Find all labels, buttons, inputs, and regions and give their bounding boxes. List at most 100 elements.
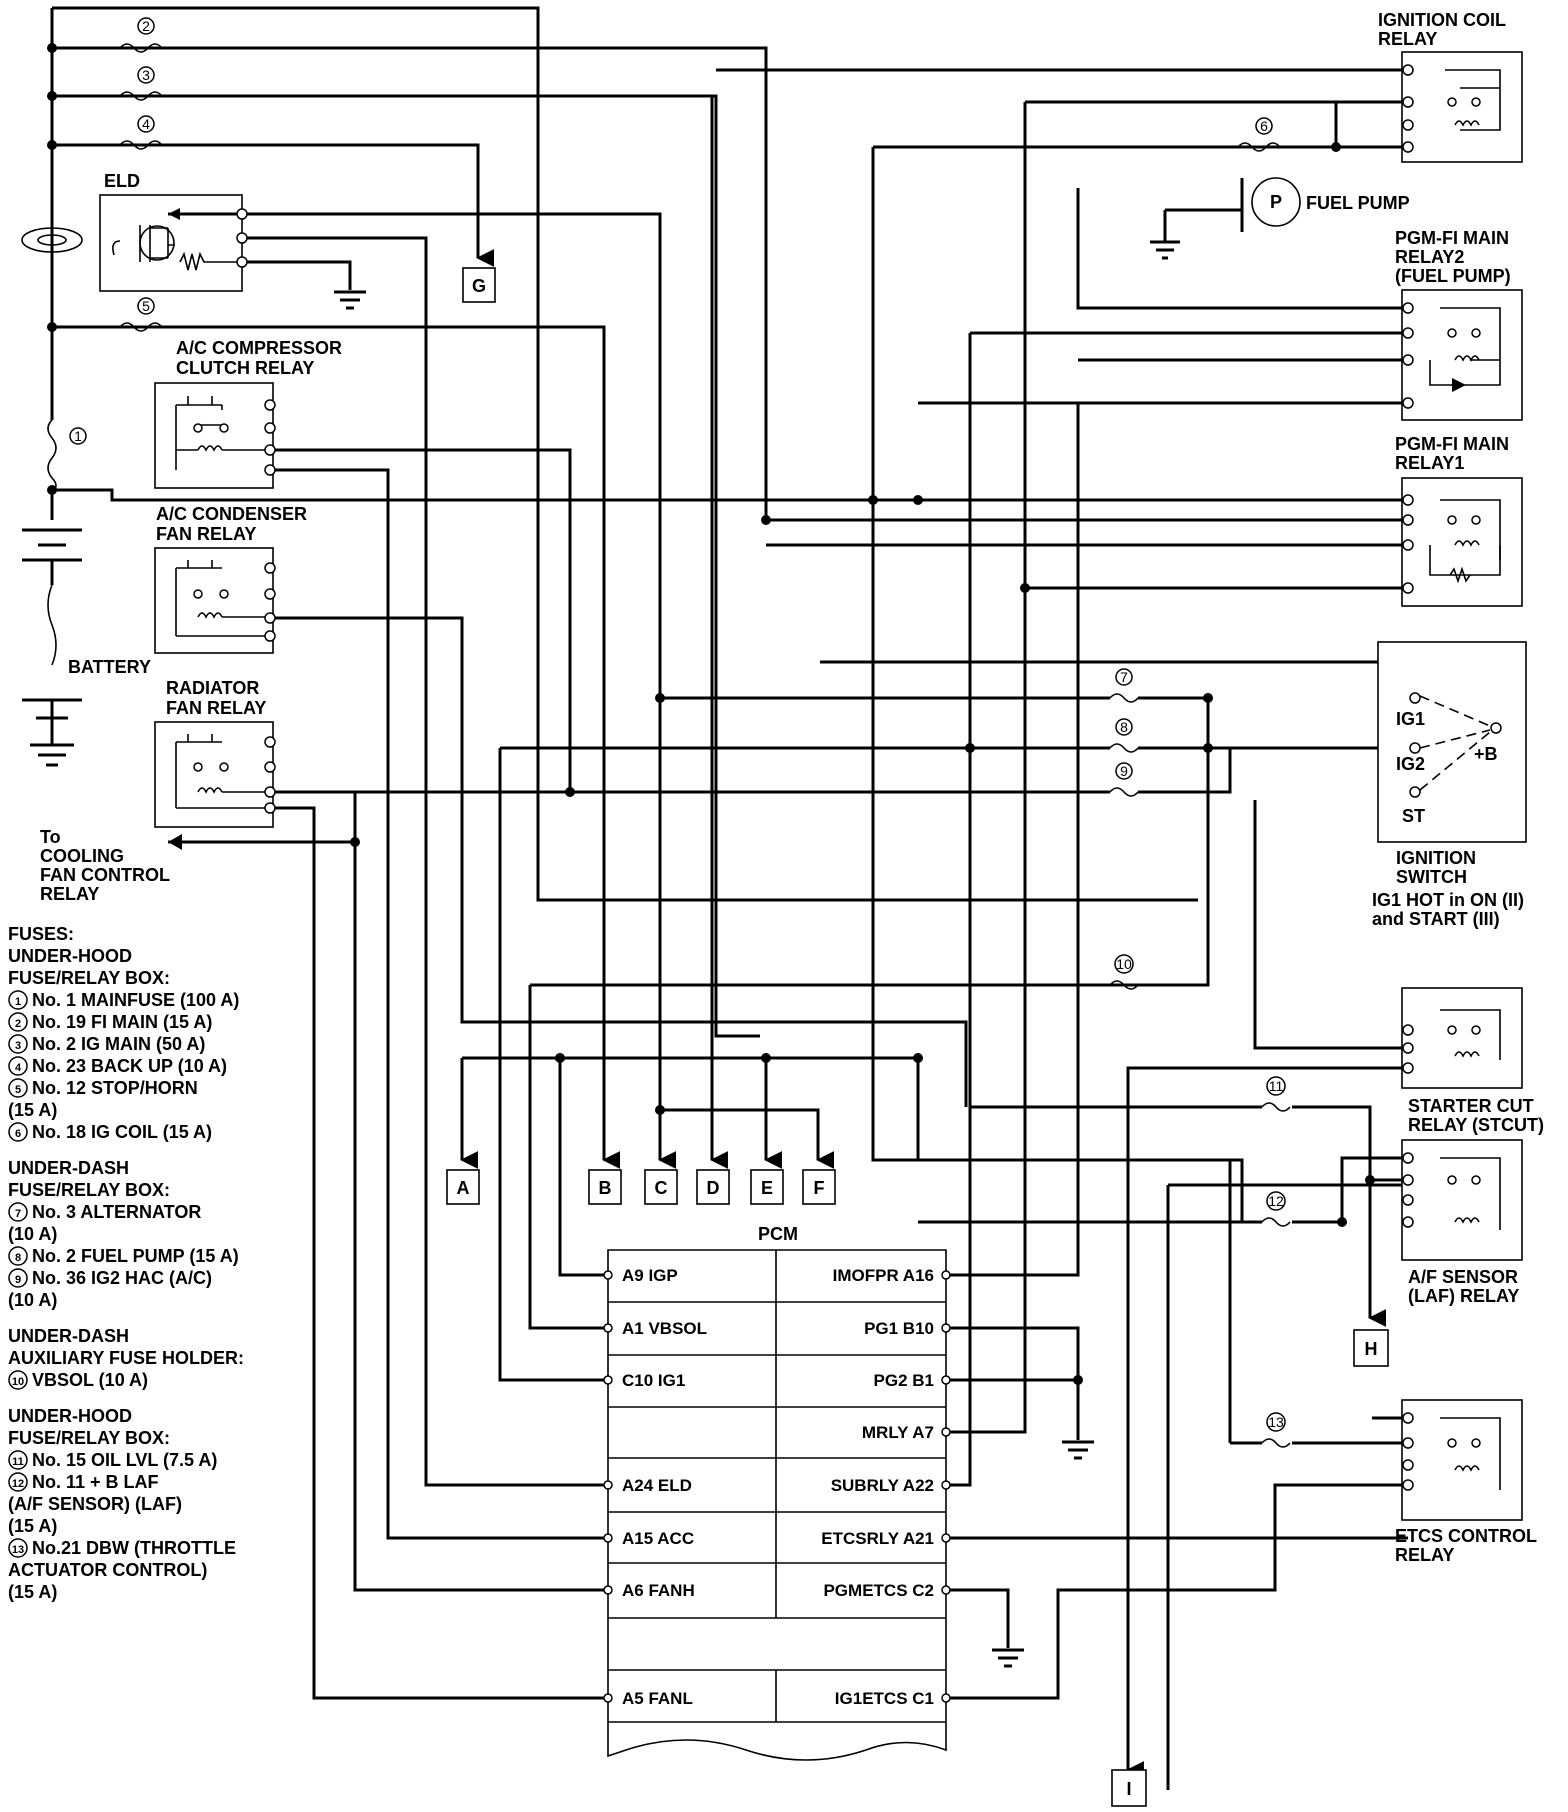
relay-label: RELAY (STCUT) (1408, 1115, 1544, 1135)
fuses: 2 3 4 5 1 6 7 (47, 17, 1291, 1448)
legend-fuse-text: (10 A) (8, 1224, 57, 1244)
legend-fuse-number: 2 (15, 1018, 21, 1030)
pcm-pin: SUBRLY A22 (831, 1476, 934, 1495)
connector-c: C (644, 1150, 678, 1205)
pcm-pin: IMOFPR A16 (833, 1266, 934, 1285)
fuse-1: 1 (47, 419, 87, 493)
connector-label: F (814, 1178, 825, 1198)
battery: BATTERY (21, 227, 151, 767)
ground-icon (1062, 1432, 1094, 1460)
fuse-number: 9 (1120, 763, 1128, 779)
pgmfi-main-relay1: PGM-FI MAIN RELAY1 (1395, 434, 1523, 607)
pcm-pin: A6 FANH (622, 1581, 695, 1600)
fuel-pump-symbol: P (1270, 192, 1282, 212)
starter-cut-relay: STARTER CUT RELAY (STCUT) (1401, 987, 1544, 1135)
fuse-13: 13 (1261, 1412, 1291, 1448)
junction-dot (1073, 1375, 1083, 1385)
junction-dot (555, 1053, 565, 1063)
ignition-switch: IG1 IG2 ST +B IGNITION SWITCH IG1 HOT in… (1372, 641, 1527, 929)
legend-fuse-number-badge (8, 1450, 28, 1470)
relay-label: IGNITION COIL (1378, 10, 1506, 30)
legend-fuse-number: 7 (15, 1208, 21, 1220)
legend-fuse-text: (15 A) (8, 1100, 57, 1120)
ac-compressor-relay: A/C COMPRESSOR CLUTCH RELAY (154, 338, 342, 489)
legend-fuse-number-badge (8, 1202, 28, 1222)
junction-dot (350, 837, 360, 847)
connector-f: F (802, 1150, 836, 1205)
fuel-pump-label: FUEL PUMP (1306, 193, 1410, 213)
battery-label: BATTERY (68, 657, 151, 677)
relay-label: A/C COMPRESSOR (176, 338, 342, 358)
legend-fuse-number-badge (8, 990, 28, 1010)
legend-group-title: FUSE/RELAY BOX: (8, 1180, 170, 1200)
fuse-9: 9 (1109, 762, 1139, 797)
cooling-fan-callout: To COOLING FAN CONTROL RELAY (40, 827, 182, 904)
fuse-4: 4 (119, 115, 163, 150)
pcm: PCM A9 IGP A1 VBSOL C10 IG1 A24 ELD A15 … (603, 1224, 951, 1761)
connector-label: H (1365, 1339, 1378, 1359)
pcm-pin: ETCSRLY A21 (821, 1529, 934, 1548)
etcs-control-relay: ETCS CONTROL RELAY (1395, 1399, 1537, 1565)
junction-dot (1337, 1217, 1347, 1227)
junction-dot (47, 140, 57, 150)
relay-label: A/F SENSOR (1408, 1267, 1518, 1287)
legend-group-title: UNDER-HOOD (8, 1406, 132, 1426)
connector-label: A (457, 1178, 470, 1198)
relay-label: (LAF) RELAY (1408, 1286, 1519, 1306)
connector-h: H (1353, 1308, 1389, 1367)
legend-group-title: FUSE/RELAY BOX: (8, 1428, 170, 1448)
pcm-pin: A5 FANL (622, 1689, 693, 1708)
connector-b: B (588, 1150, 622, 1205)
pcm-pin: A1 VBSOL (622, 1319, 707, 1338)
legend-group-title: UNDER-DASH (8, 1326, 129, 1346)
junction-dot (47, 43, 57, 53)
legend-fuse-number-badge (8, 1056, 28, 1076)
cooling-label: RELAY (40, 884, 99, 904)
fuse-10: 10 (1109, 954, 1139, 990)
junction-dot (1365, 1175, 1375, 1185)
legend-fuse-number-badge (8, 1472, 28, 1492)
legend-group-title: UNDER-HOOD (8, 946, 132, 966)
connector-label: I (1126, 1779, 1131, 1799)
legend-fuse-text: (A/F SENSOR) (LAF) (8, 1494, 182, 1514)
fuse-12: 12 (1261, 1191, 1291, 1227)
wires (50, 6, 1487, 1790)
relay-label: STARTER CUT (1408, 1096, 1534, 1116)
legend-fuse-text: No. 1 MAINFUSE (100 A) (32, 990, 239, 1010)
switch-note: IG1 HOT in ON (II) (1372, 890, 1524, 910)
junction-dot (1331, 142, 1341, 152)
legend-fuse-number: 8 (15, 1252, 21, 1264)
legend-fuse-text: No. 12 STOP/HORN (32, 1078, 198, 1098)
junction-dot (761, 1053, 771, 1063)
pump-icon (1251, 177, 1301, 227)
fuse-number: 8 (1120, 719, 1128, 735)
legend-fuse-number: 11 (12, 1456, 24, 1468)
relay-label: RELAY (1378, 29, 1437, 49)
legend-header: FUSES: (8, 924, 74, 944)
legend-fuse-text: (10 A) (8, 1290, 57, 1310)
legend-fuse-text: (15 A) (8, 1582, 57, 1602)
fuel-pump: P FUEL PUMP (1150, 177, 1410, 260)
junction-dot (965, 743, 975, 753)
legend-fuse-number: 3 (15, 1040, 21, 1052)
eld-label: ELD (104, 171, 140, 191)
junction-dot (761, 515, 771, 525)
junction-dot (868, 495, 878, 505)
relay-label: (FUEL PUMP) (1395, 266, 1511, 286)
connector-i: I (1111, 1760, 1147, 1807)
legend-fuse-number-badge (8, 1078, 28, 1098)
legend-fuse-number-badge (8, 1012, 28, 1032)
pcm-pin: C10 IG1 (622, 1371, 685, 1390)
junction-dot (655, 693, 665, 703)
fuse-number: 12 (1268, 1193, 1284, 1209)
cooling-label: To (40, 827, 61, 847)
connector-label: B (599, 1178, 612, 1198)
pcm-pin: A15 ACC (622, 1529, 694, 1548)
fuse-number: 13 (1268, 1414, 1284, 1430)
fuse-7: 7 (1109, 668, 1139, 703)
legend-fuse-text: No. 11 + B LAF (32, 1472, 159, 1492)
legend-fuse-number-badge (8, 1538, 28, 1558)
arrow-left-icon (168, 834, 182, 850)
connector-g: G (462, 248, 496, 303)
